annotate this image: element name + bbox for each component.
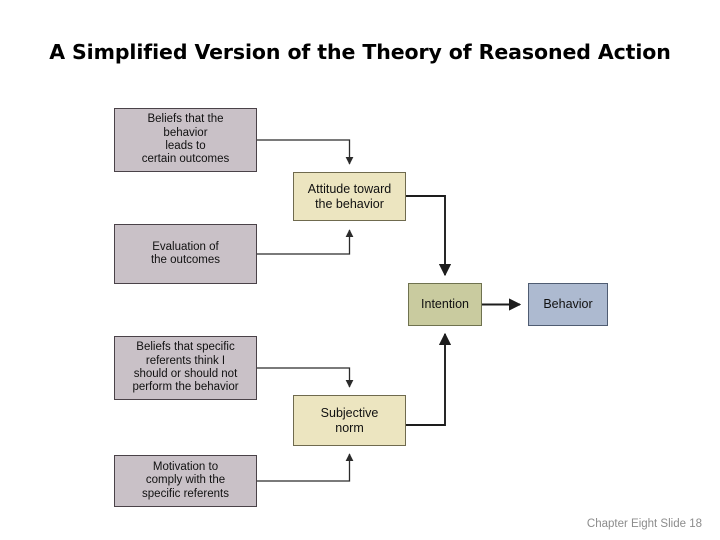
node-label: Attitude toward the behavior	[307, 182, 392, 211]
edge-evaluation-to-attitude	[257, 229, 354, 255]
node-label: Evaluation of the outcomes	[150, 240, 221, 266]
node-label: Subjective norm	[320, 406, 379, 435]
edge-beliefs-outcomes-to-attitude	[257, 139, 354, 165]
page-title: A Simplified Version of the Theory of Re…	[49, 40, 671, 64]
node-intention[interactable]: Intention	[408, 283, 482, 326]
node-behavior[interactable]: Behavior	[528, 283, 608, 326]
node-label: Motivation to comply with the specific r…	[142, 461, 229, 500]
edge-motivation-to-subjective-norm	[257, 453, 354, 482]
node-beliefs-that-specific-referents-think[interactable]: Beliefs that specific referents think I …	[114, 336, 257, 400]
node-motivation-to-comply-with-referents[interactable]: Motivation to comply with the specific r…	[114, 455, 257, 507]
edge-beliefs-referents-to-subjective-norm	[257, 367, 354, 388]
node-label: Beliefs that the behavior leads to certa…	[141, 113, 230, 166]
node-evaluation-of-the-outcomes[interactable]: Evaluation of the outcomes	[114, 224, 257, 284]
node-label: Beliefs that specific referents think I …	[132, 341, 239, 394]
slide-footer: Chapter Eight Slide 18	[586, 518, 702, 530]
node-label: Behavior	[543, 297, 593, 312]
node-beliefs-that-behavior-leads-to-outcomes[interactable]: Beliefs that the behavior leads to certa…	[114, 108, 257, 172]
edge-attitude-to-intention	[406, 195, 452, 277]
node-attitude-toward-the-behavior[interactable]: Attitude toward the behavior	[293, 172, 406, 221]
edge-subjective-norm-to-intention	[406, 332, 452, 426]
node-label: Intention	[421, 297, 469, 312]
node-subjective-norm[interactable]: Subjective norm	[293, 395, 406, 446]
